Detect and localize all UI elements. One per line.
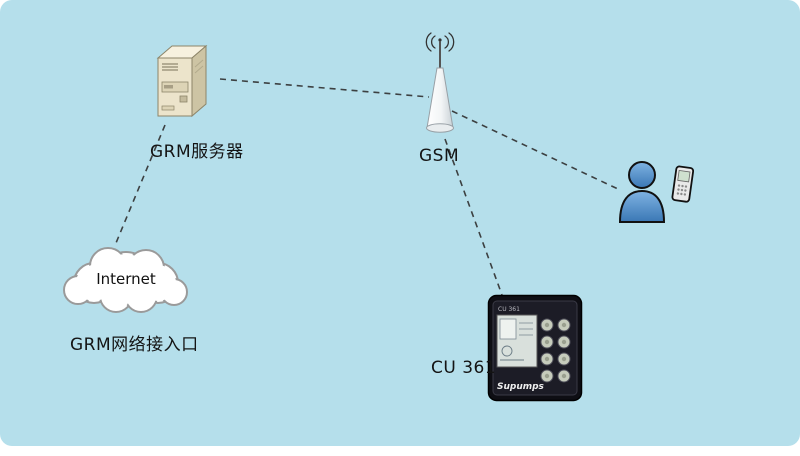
gsm-label: GSM [419, 146, 460, 166]
server-icon [156, 44, 208, 118]
internet-node: Internet [56, 238, 196, 322]
network-access-label: GRM网络接入口 [70, 335, 199, 355]
device-screen [496, 314, 538, 368]
device-brand-label: Supumps [497, 382, 545, 392]
device-face-label: CU 361 [498, 306, 520, 313]
device-buttons [540, 318, 571, 383]
radio-waves-icon [425, 32, 455, 52]
server-label: GRM服务器 [150, 142, 244, 162]
person-node [612, 158, 702, 234]
antenna-tower-icon [425, 32, 455, 133]
person-with-phone-icon [618, 161, 695, 223]
gsm-node [410, 28, 470, 147]
mobile-phone-icon [671, 165, 695, 203]
server-node [148, 36, 218, 125]
controller-node: CU 361 [487, 294, 583, 406]
pump-control-unit-icon: CU 361 [487, 294, 583, 402]
cloud-icon: Internet [63, 247, 188, 313]
internet-label: Internet [96, 270, 156, 288]
controller-label: CU 361 [431, 358, 497, 378]
